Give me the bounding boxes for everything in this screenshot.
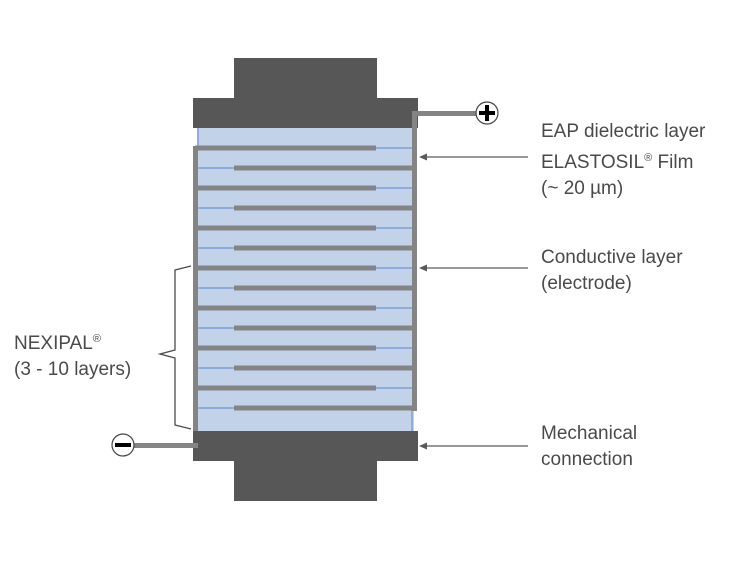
- top-mechanical-cap: [234, 58, 377, 100]
- negative-terminal-icon: [111, 433, 135, 457]
- mechanical-label-line1: Mechanical: [541, 423, 638, 444]
- positive-electrode: [234, 285, 415, 291]
- bottom-mechanical-cap: [234, 459, 377, 501]
- registered-mark: ®: [644, 152, 653, 164]
- positive-electrode: [234, 325, 415, 331]
- negative-electrode: [195, 265, 376, 271]
- dielectric-label-line3: (~ 20 µm): [541, 178, 624, 199]
- nexipal-label-line2: (3 - 10 layers): [14, 359, 132, 380]
- dielectric-stack: [197, 128, 414, 431]
- elastosil-text: ELASTOSIL: [541, 152, 645, 173]
- conductive-label: Conductive layer (electrode): [541, 245, 683, 297]
- negative-electrode: [195, 305, 376, 311]
- negative-electrode: [195, 385, 376, 391]
- electrode-group: [195, 145, 415, 411]
- positive-electrode: [234, 205, 415, 211]
- registered-mark: ®: [92, 333, 101, 345]
- dielectric-label-line1: EAP dielectric layer: [541, 121, 706, 142]
- mechanical-label-line2: connection: [541, 449, 633, 470]
- negative-electrode: [195, 145, 376, 151]
- mechanical-arrow: [419, 442, 528, 450]
- nexipal-label-line1: NEXIPAL®: [14, 326, 131, 357]
- negative-electrode: [195, 225, 376, 231]
- mechanical-label: Mechanical connection: [541, 421, 637, 473]
- layer-brace: [157, 265, 192, 430]
- bottom-mechanical-plate: [193, 431, 418, 461]
- negative-electrode: [195, 345, 376, 351]
- film-text: Film: [652, 152, 694, 173]
- negative-bus-bar: [193, 146, 198, 446]
- positive-terminal-icon: [475, 101, 499, 125]
- conductive-label-line2: (electrode): [541, 273, 632, 294]
- nexipal-label: NEXIPAL® (3 - 10 layers): [14, 326, 131, 383]
- positive-electrode: [234, 245, 415, 251]
- dielectric-label-line2: ELASTOSIL® Film: [541, 145, 705, 176]
- nexipal-text: NEXIPAL: [14, 333, 93, 354]
- positive-lead: [412, 111, 476, 116]
- positive-bus-bar: [412, 113, 417, 411]
- negative-lead: [134, 443, 198, 448]
- conductive-label-line1: Conductive layer: [541, 247, 683, 268]
- positive-electrode: [234, 165, 415, 171]
- positive-electrode: [234, 405, 415, 411]
- dielectric-arrow: [419, 153, 528, 161]
- negative-electrode: [195, 185, 376, 191]
- conductive-arrow: [419, 264, 528, 272]
- top-mechanical-plate: [193, 98, 418, 128]
- dielectric-label: EAP dielectric layer ELASTOSIL® Film (~ …: [541, 119, 705, 202]
- positive-electrode: [234, 365, 415, 371]
